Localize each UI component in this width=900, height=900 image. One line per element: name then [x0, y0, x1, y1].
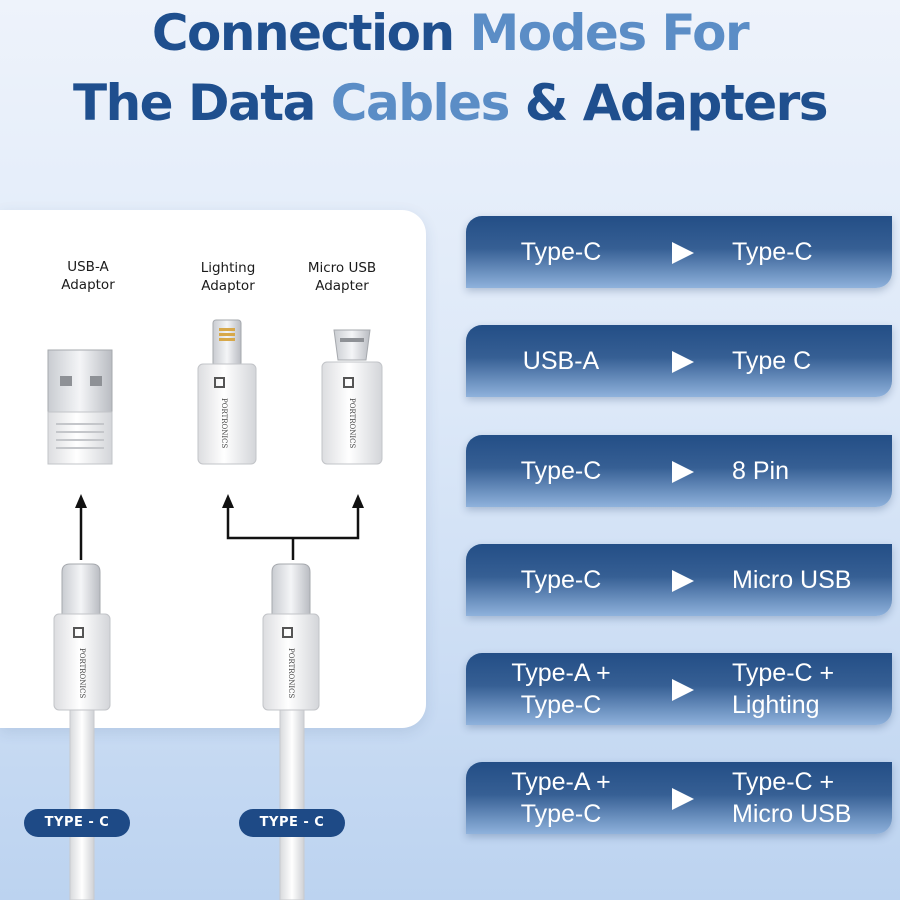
title-word-connection: Connection	[151, 4, 455, 62]
title-line-1: Connection Modes For	[0, 8, 900, 58]
mode-to: Type C	[732, 347, 812, 375]
mode-from: Type-C	[520, 566, 602, 594]
micro-usb-adapter-image: PORTRONICS	[321, 329, 383, 465]
usb-a-adaptor-image	[47, 349, 113, 465]
play-arrow-icon	[672, 461, 694, 483]
mode-to: Micro USB	[732, 566, 852, 594]
mode-row-6: Type-A + Type-C Type-C + Micro USB	[466, 762, 892, 834]
title-word-cables: Cables	[330, 74, 511, 132]
mode-row-5: Type-A + Type-C Type-C + Lighting	[466, 653, 892, 725]
mode-row-2: USB-A Type C	[466, 325, 892, 397]
micro-usb-adapter-label: Micro USB Adapter	[307, 260, 377, 294]
lighting-adaptor-image: PORTRONICS	[197, 319, 257, 465]
mode-to: Type-C + Lighting	[732, 659, 835, 719]
title-word-modes: Modes For	[469, 4, 750, 62]
title-line-2: The Data Cables & Adapters	[0, 78, 900, 128]
mode-from: Type-A + Type-C	[511, 768, 611, 828]
mode-to: Type-C	[732, 238, 813, 266]
mode-row-1: Type-C Type-C	[466, 216, 892, 288]
mode-to: 8 Pin	[732, 457, 789, 485]
brand-text-cable-right: PORTRONICS	[287, 648, 295, 699]
lighting-adaptor-label: Lighting Adaptor	[200, 260, 256, 294]
title-word-the-data: The Data	[72, 74, 316, 132]
play-arrow-icon	[672, 570, 694, 592]
brand-text-micro: PORTRONICS	[348, 398, 356, 449]
mode-row-3: Type-C 8 Pin	[466, 435, 892, 507]
mode-from: Type-A + Type-C	[511, 659, 611, 719]
play-arrow-icon	[672, 788, 694, 810]
connection-arrows	[79, 506, 360, 560]
mode-from: Type-C	[520, 457, 602, 485]
play-arrow-icon	[672, 351, 694, 373]
mode-row-4: Type-C Micro USB	[466, 544, 892, 616]
play-arrow-icon	[672, 679, 694, 701]
type-c-cable-right: PORTRONICS	[262, 563, 320, 900]
mode-from: Type-C	[520, 238, 602, 266]
mode-from: USB-A	[522, 347, 600, 375]
cable-label-right: TYPE - C	[239, 809, 345, 837]
arrow-heads	[75, 494, 364, 508]
type-c-cable-left: PORTRONICS	[53, 563, 111, 900]
title-word-adapters: & Adapters	[524, 74, 829, 132]
usb-a-adaptor-label: USB-A Adaptor	[61, 259, 115, 293]
play-arrow-icon	[672, 242, 694, 264]
cable-label-left: TYPE - C	[24, 809, 130, 837]
mode-to: Type-C + Micro USB	[732, 768, 852, 828]
brand-text-lighting: PORTRONICS	[220, 398, 228, 449]
brand-text-cable-left: PORTRONICS	[78, 648, 86, 699]
